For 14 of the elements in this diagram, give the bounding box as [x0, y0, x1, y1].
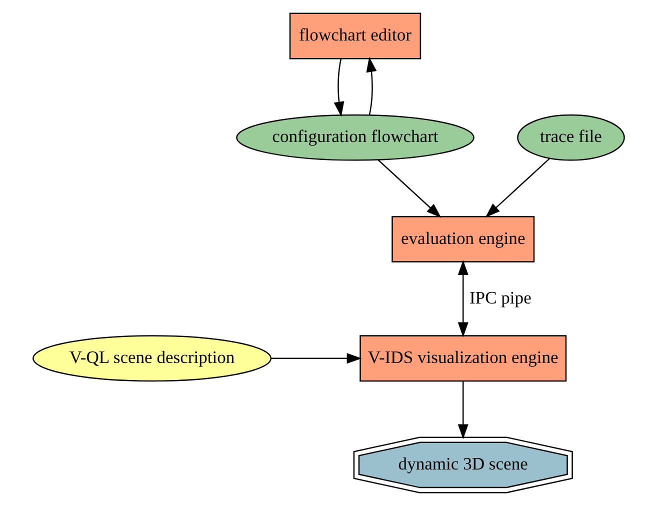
node-box: V-IDS visualization engine [359, 335, 566, 382]
node-ellipse: configuration flowchart [236, 114, 474, 161]
edge-label: IPC pipe [468, 287, 531, 308]
arrow [270, 353, 362, 364]
arrow [484, 158, 550, 218]
arrow [377, 159, 441, 218]
arrow [366, 56, 376, 115]
arrow [457, 260, 468, 338]
arrow [333, 58, 344, 117]
node-ellipse: V-QL scene description [32, 335, 272, 382]
node-ellipse: trace file [516, 114, 624, 161]
arrow [457, 381, 468, 440]
node-box: evaluation engine [391, 216, 534, 262]
node-box: flowchart editor [288, 12, 421, 60]
